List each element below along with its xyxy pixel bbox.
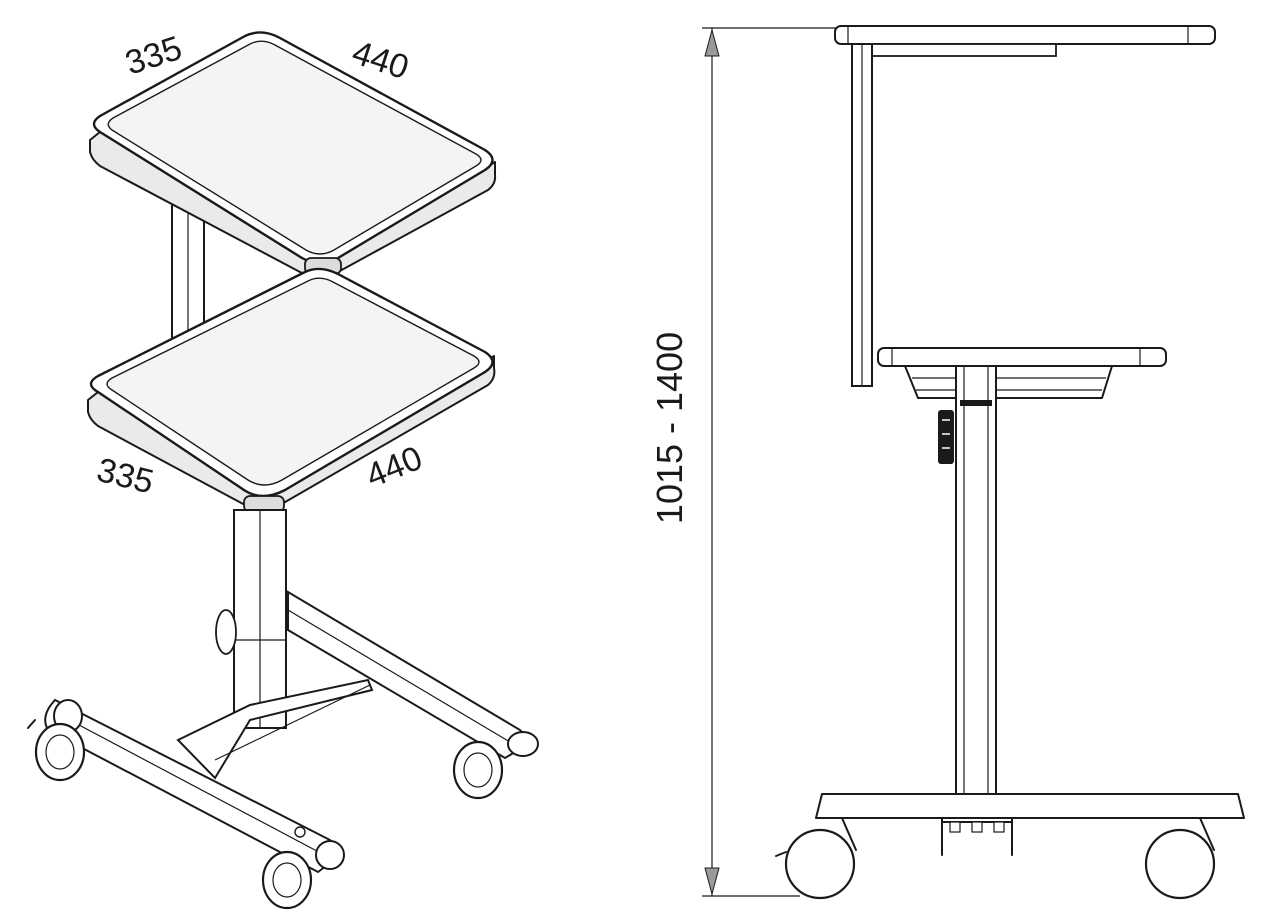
height-range-label: 1015 - 1400	[649, 332, 690, 524]
height-dimension: 1015 - 1400	[649, 27, 838, 897]
arrow-up-icon	[704, 28, 720, 57]
side-base	[815, 793, 1245, 856]
side-view-cart: 1015 - 1400	[649, 25, 1245, 900]
isometric-cart: 335 440 335 440	[27, 29, 539, 910]
side-caster-left	[775, 828, 856, 900]
lower-shelf-depth-label: 335	[93, 451, 157, 502]
arrow-down-icon	[704, 867, 720, 896]
base-legs	[44, 590, 539, 874]
center-column	[215, 509, 287, 729]
caster-front-right	[261, 850, 313, 910]
side-lower-shelf	[877, 347, 1167, 399]
side-caster-right	[1144, 828, 1216, 900]
top-shelf	[89, 31, 497, 277]
side-top-shelf	[834, 25, 1216, 387]
height-adjust-knob	[938, 410, 954, 464]
side-column	[938, 365, 997, 795]
caster-front-left	[27, 719, 86, 782]
caster-rear-right	[452, 740, 504, 800]
